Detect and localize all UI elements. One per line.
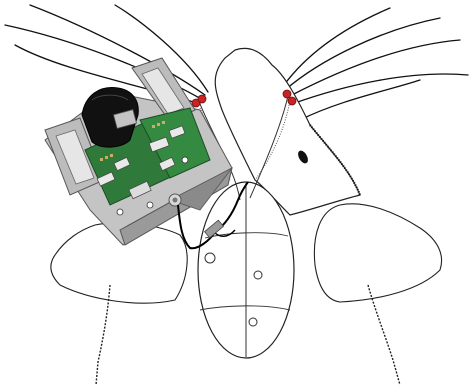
- right-wing: [314, 204, 441, 302]
- abdomen: [198, 182, 294, 358]
- electrode-left: [192, 95, 206, 107]
- right-leg: [368, 285, 400, 385]
- left-leg: [96, 285, 110, 385]
- battery-pack: [82, 87, 138, 147]
- right-antenna: [284, 8, 468, 120]
